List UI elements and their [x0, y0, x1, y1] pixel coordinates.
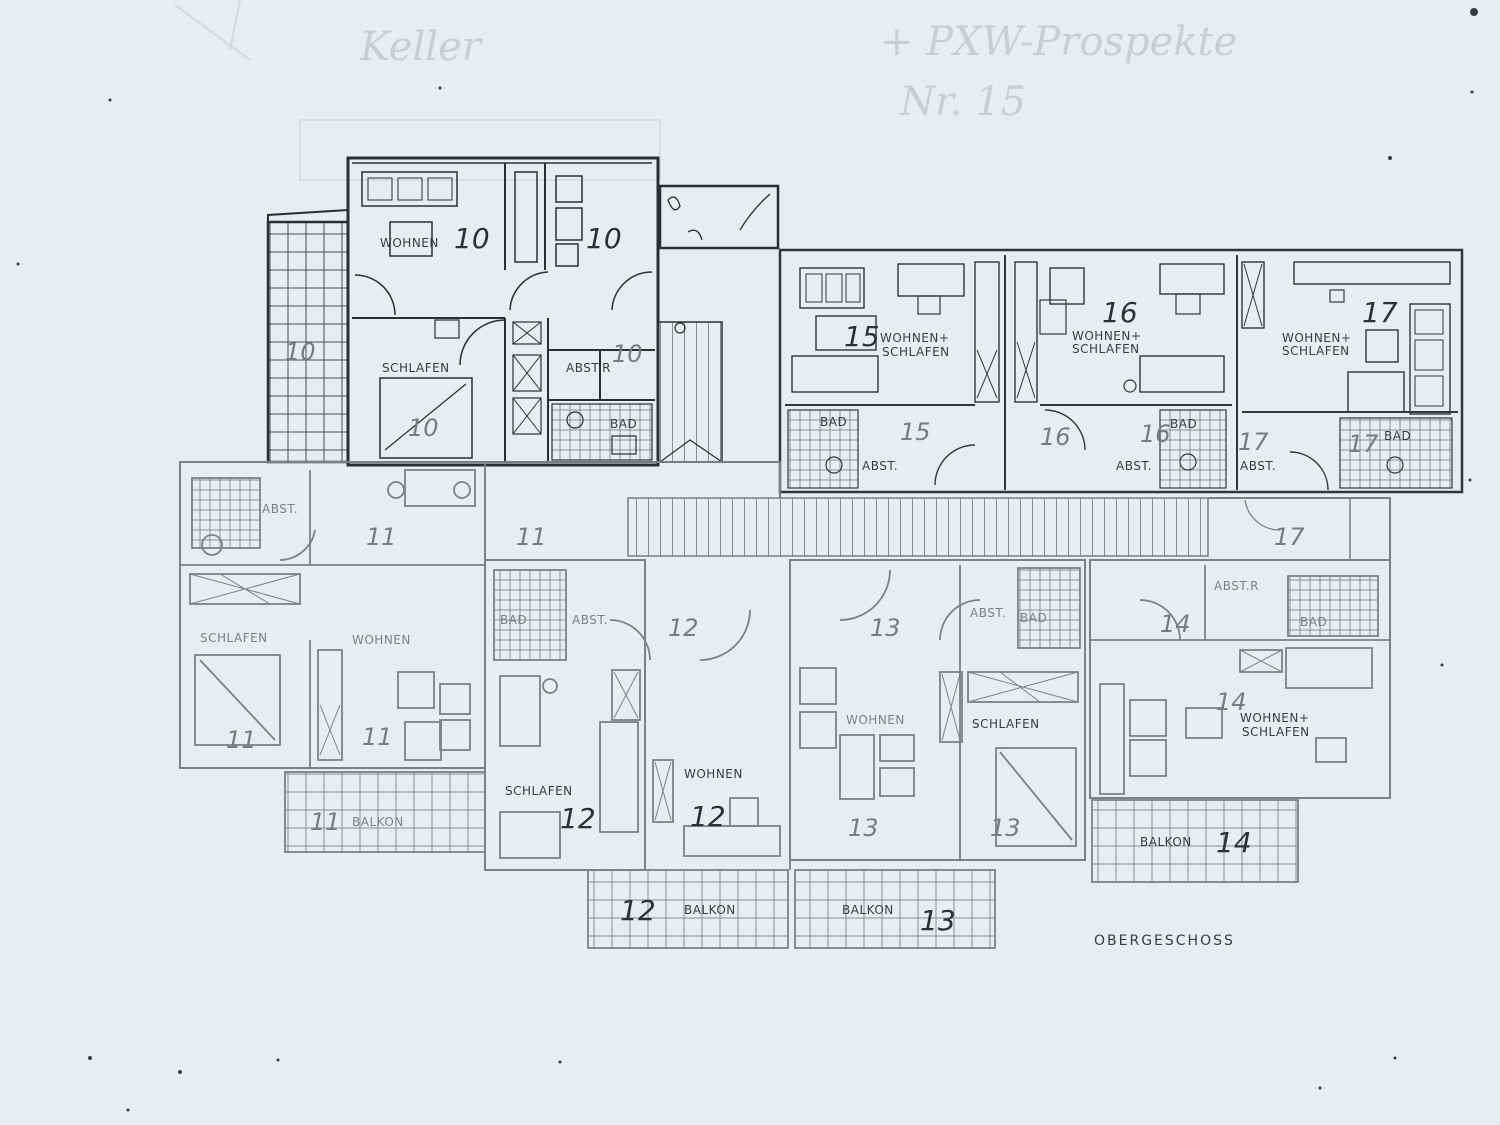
number-17-abst: 17: [1238, 428, 1269, 456]
number-10-loggia: 10: [285, 338, 316, 366]
number-14-wohnen: 14: [1216, 688, 1247, 716]
number-14-balkon: 14: [1216, 826, 1252, 859]
label-16-ws-2: SCHLAFEN: [1072, 342, 1140, 356]
apartments-15-17-labels: 15 WOHNEN+ SCHLAFEN BAD 15 ABST. 16 WOHN…: [820, 296, 1411, 551]
number-15-wohnen: 15: [844, 320, 880, 353]
number-12-schlafen: 12: [560, 802, 596, 835]
label-13-abst: ABST.: [970, 606, 1006, 620]
label-17-ws-1: WOHNEN+: [1282, 331, 1351, 345]
number-11-balkon: 11: [310, 808, 341, 836]
label-10-schlafen: SCHLAFEN: [382, 361, 450, 375]
ghost-text-prospekte: + PXW-Prospekte: [880, 19, 1237, 65]
label-14-bad: BAD: [1300, 615, 1327, 629]
label-10-bad: BAD: [610, 417, 637, 431]
label-10-wohnen: WOHNEN: [380, 236, 439, 250]
number-17-entry: 17: [1274, 523, 1305, 551]
number-16-wohnen: 16: [1102, 296, 1138, 329]
apartment-10-labels: WOHNEN 10 10 10 SCHLAFEN 10 ABST.R 10 BA…: [285, 222, 643, 442]
number-11-flur: 11: [366, 523, 397, 551]
label-13-bad: BAD: [1020, 611, 1047, 625]
label-16-abst: ABST.: [1116, 459, 1152, 473]
label-13-balkon: BALKON: [842, 903, 894, 917]
number-10-wohnen: 10: [454, 222, 490, 255]
label-14-balkon: BALKON: [1140, 835, 1192, 849]
copy-specks: [16, 8, 1478, 1112]
number-11-wohnen: 11: [362, 723, 393, 751]
number-12-balkon: 12: [620, 894, 656, 927]
corridor: [180, 461, 1391, 560]
label-12-bad: BAD: [500, 613, 527, 627]
label-16-bad: BAD: [1170, 417, 1197, 431]
number-13-schlafen: 13: [990, 814, 1021, 842]
number-10-abst: 10: [612, 340, 643, 368]
number-13-wohnen: 13: [848, 814, 879, 842]
sheet-title: OBERGESCHOSS: [1094, 933, 1235, 949]
number-12-flur: 12: [668, 614, 699, 642]
label-15-abst: ABST.: [862, 459, 898, 473]
number-16-hall: 16: [1040, 423, 1071, 451]
label-14-abst: ABST.R: [1214, 579, 1259, 593]
label-16-ws-1: WOHNEN+: [1072, 329, 1141, 343]
label-11-schlafen: SCHLAFEN: [200, 631, 268, 645]
apartment-10: [266, 156, 780, 467]
label-15-bad: BAD: [820, 415, 847, 429]
label-17-ws-2: SCHLAFEN: [1282, 344, 1350, 358]
number-17-bad: 17: [1348, 430, 1379, 458]
label-17-bad: BAD: [1384, 429, 1411, 443]
number-12-wohnen: 12: [690, 800, 726, 833]
number-14-flur: 14: [1160, 610, 1191, 638]
label-12-abst: ABST.: [572, 613, 608, 627]
label-15-ws-1: WOHNEN+: [880, 331, 949, 345]
number-11-schlafen: 11: [226, 726, 257, 754]
label-14-ws-2: SCHLAFEN: [1242, 725, 1310, 739]
number-10-schlafen: 10: [408, 414, 439, 442]
lower-apartments: [179, 461, 1391, 949]
label-14-ws-1: WOHNEN+: [1240, 711, 1309, 725]
label-13-wohnen: WOHNEN: [846, 713, 905, 727]
apartments-15-17: [778, 248, 1464, 494]
label-13-schlafen: SCHLAFEN: [972, 717, 1040, 731]
label-12-wohnen: WOHNEN: [684, 767, 743, 781]
number-11-hall: 11: [516, 523, 547, 551]
label-11-wohnen: WOHNEN: [352, 633, 411, 647]
number-16-bad: 16: [1140, 420, 1171, 448]
ghost-text-keller: Keller: [359, 24, 484, 70]
number-13-flur: 13: [870, 614, 901, 642]
label-17-abst: ABST.: [1240, 459, 1276, 473]
label-15-ws-2: SCHLAFEN: [882, 345, 950, 359]
number-17-wohnen: 17: [1362, 296, 1398, 329]
ghost-annotations: Keller + PXW-Prospekte Nr. 15: [174, 0, 1237, 181]
label-11-abst: ABST.: [262, 502, 298, 516]
lower-apartments-labels: ABST. 11 11 SCHLAFEN WOHNEN 11 11 11 BAL…: [200, 502, 1327, 937]
number-13-balkon: 13: [920, 904, 956, 937]
ghost-text-nr: Nr. 15: [899, 79, 1026, 125]
label-12-balkon: BALKON: [684, 903, 736, 917]
label-12-schlafen: SCHLAFEN: [505, 784, 573, 798]
number-10-kitchen: 10: [586, 222, 622, 255]
label-10-abst: ABST.R: [566, 361, 611, 375]
label-11-balkon: BALKON: [352, 815, 404, 829]
number-15-abst: 15: [900, 418, 931, 446]
